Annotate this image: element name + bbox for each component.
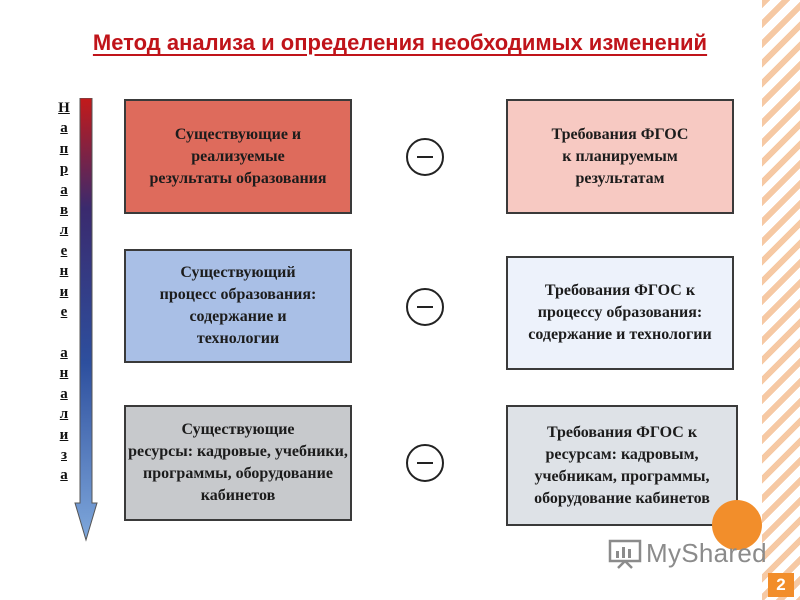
fgos-results-box: Требования ФГОС к планируемым результата… [506, 99, 734, 214]
existing-results-box: Существующие и реализуемые результаты об… [124, 99, 352, 214]
fgos-resources-box: Требования ФГОС к ресурсам: кадровым, уч… [506, 405, 738, 526]
decorative-stripes [762, 0, 800, 600]
watermark-logo: MyShared [608, 538, 767, 569]
minus-circle-icon [406, 444, 444, 482]
direction-arrow-icon [74, 98, 98, 542]
page-number: 2 [768, 573, 794, 597]
existing-process-box: Существующий процесс образования: содерж… [124, 249, 352, 363]
fgos-process-box: Требования ФГОС к процессу образования: … [506, 256, 734, 370]
existing-process-text: Существующий процесс образования: содерж… [159, 264, 317, 347]
existing-resources-text: Существующие ресурсы: кадровые, учебники… [128, 421, 348, 504]
decorative-circle [712, 500, 762, 550]
presentation-board-icon [608, 539, 642, 569]
direction-label: Н а п р а в л е н и е а н а л и з а [58, 100, 70, 484]
existing-resources-box: Существующие ресурсы: кадровые, учебники… [124, 405, 352, 521]
minus-circle-icon [406, 138, 444, 176]
minus-circle-icon [406, 288, 444, 326]
fgos-results-text: Требования ФГОС к планируемым результата… [551, 125, 689, 187]
existing-results-text: Существующие и реализуемые результаты об… [149, 125, 327, 187]
watermark-text: MyShared [646, 538, 767, 568]
fgos-process-text: Требования ФГОС к процессу образования: … [528, 282, 712, 343]
fgos-resources-text: Требования ФГОС к ресурсам: кадровым, уч… [534, 423, 710, 507]
slide-title: Метод анализа и определения необходимых … [92, 30, 708, 55]
